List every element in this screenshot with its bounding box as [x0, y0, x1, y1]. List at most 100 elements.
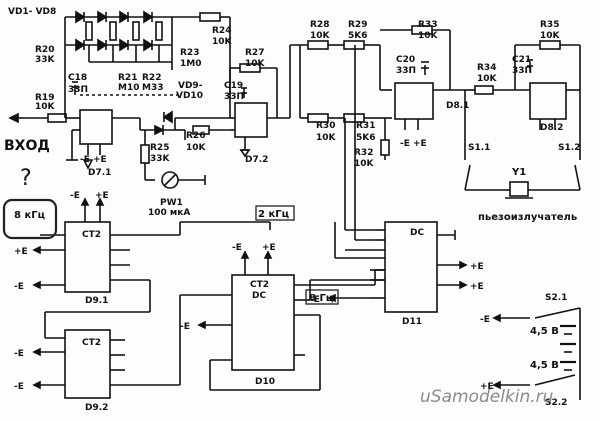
label-vd1: VD1- VD8 [8, 7, 56, 17]
label-s2-2-plus-e: +E [480, 382, 494, 392]
label-r34: R34 [477, 63, 496, 73]
label-r29-value: 5K6 [348, 31, 368, 41]
label-d9-1-minus-e: -E [70, 191, 80, 201]
opamp-d7-2 [229, 44, 308, 158]
label-c18: C18 [68, 73, 87, 83]
label-d9-2-minus-e-r: -E [14, 382, 24, 392]
label-d9-2-minus-e-v: -E [14, 349, 24, 359]
label-r32: R32 [354, 148, 373, 158]
label-s1-2: S1.2 [558, 143, 580, 153]
counter-d9-2 [32, 294, 232, 399]
label-8khz: 8 кГц [14, 210, 45, 221]
label-c21-value: 33П [512, 66, 532, 76]
label-r33: R33 [418, 20, 437, 30]
label-y1: Y1 [511, 167, 526, 178]
label-s2-2: S2.2 [545, 398, 567, 408]
label-r21-value: M10 [118, 83, 139, 93]
label-s2-1: S2.1 [545, 293, 567, 303]
label-d9-2-type: CT2 [82, 338, 101, 348]
label-r30: R30 [316, 121, 335, 131]
label-d10-dc: DC [252, 291, 266, 301]
watermark: uSamodelkin.ru [420, 387, 554, 407]
label-r23-value: 1M0 [180, 59, 201, 69]
diode-network-vd1-vd8 [64, 10, 180, 96]
label-r31: R31 [356, 121, 375, 131]
label-d9-1-minus-e-r: -E [14, 282, 24, 292]
rectifier-section [139, 110, 230, 189]
label-c18-value: 33П [68, 85, 88, 95]
counter-d9-1 [32, 197, 270, 339]
label-pw1: PW1 [160, 198, 183, 208]
label-r28-value: 10K [310, 31, 331, 41]
label-r28: R28 [310, 20, 329, 30]
label-r35: R35 [540, 20, 559, 30]
label-d9-2: D9.2 [85, 403, 108, 413]
label-r27: R27 [245, 48, 264, 58]
label-d11-minus-e: -E [310, 295, 320, 305]
label-r19-value: 10K [35, 102, 56, 112]
label-d11-plus-e-2: +E [470, 282, 484, 292]
label-d7-1: D7.1 [88, 168, 111, 178]
label-pw1-value: 100 мкА [148, 208, 190, 218]
freq-box-8hz [305, 289, 339, 305]
label-r26: R26 [186, 131, 205, 141]
label-r22-value: M33 [142, 83, 163, 93]
label-d11-type: DC [410, 228, 424, 238]
label-r29: R29 [348, 20, 367, 30]
label-r27-value: 10K [245, 59, 266, 69]
label-d7-2: D7.2 [245, 155, 268, 165]
label-8hz: 8 Гц [309, 293, 333, 304]
label-c20-value: 33П [396, 66, 416, 76]
label-r26-value: 10K [186, 143, 207, 153]
label-r32-value: 10K [354, 159, 375, 169]
label-d9-1-type: CT2 [82, 230, 101, 240]
label-c21: C21 [512, 55, 531, 65]
label-r24-value: 10K [212, 37, 233, 47]
label-d8-1: D8.1 [446, 101, 469, 111]
resistor-ladder [299, 40, 392, 241]
label-battery-2: 4,5 В [530, 360, 559, 371]
counter-d10 [197, 222, 385, 391]
label-r21: R21 [118, 73, 137, 83]
highlight-8khz-callout [2, 198, 58, 240]
label-r25: R25 [150, 143, 169, 153]
label-question-mark: ? [20, 166, 32, 191]
input-arrow [8, 112, 25, 124]
label-d7-1-power: -E +E [80, 155, 107, 165]
label-s1-1: S1.1 [468, 143, 490, 153]
label-d8-1-power: -E +E [400, 139, 427, 149]
opamp-d8-1 [380, 25, 465, 130]
label-r30-value: 10K [316, 133, 337, 143]
label-d11: D11 [402, 317, 422, 327]
label-r25-value: 33K [150, 154, 171, 164]
label-r19: R19 [35, 93, 54, 103]
label-r23: R23 [180, 48, 199, 58]
label-piezo: пьезоизлучатель [478, 212, 577, 223]
label-d10: D10 [255, 377, 275, 387]
battery-section [492, 307, 581, 400]
label-vd9: VD9- [178, 81, 203, 91]
label-2khz: 2 кГц [258, 209, 289, 220]
label-d10-minus-e: -E [232, 243, 242, 253]
freq-box-2khz [255, 205, 295, 221]
label-r31-value: 5K6 [356, 133, 376, 143]
label-d9-1-plus-e-v: +E [14, 247, 28, 257]
piezo-switch-section [464, 90, 581, 199]
label-c19-value: 33П [224, 92, 244, 102]
label-d10-plus-e: +E [262, 243, 276, 253]
label-d11-plus-e-1: +E [470, 262, 484, 272]
label-r20: R20 [35, 45, 54, 55]
label-d10-minus-e-v: -E [180, 322, 190, 332]
opamp-d7-1 [25, 81, 140, 170]
label-input: ВХОД [4, 138, 50, 154]
label-vd10: VD10 [176, 91, 203, 101]
label-r34-value: 10K [477, 74, 498, 84]
label-r22: R22 [142, 73, 161, 83]
label-r35-value: 10K [540, 31, 561, 41]
label-d9-1: D9.1 [85, 296, 108, 306]
label-c19: C19 [224, 81, 243, 91]
label-s2-1-minus-e: -E [480, 315, 490, 325]
